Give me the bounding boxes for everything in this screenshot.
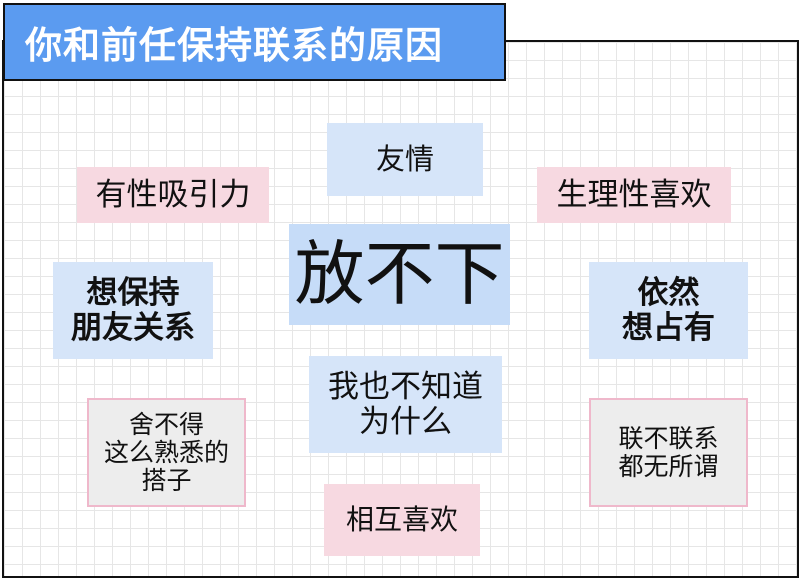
- node-center: 放不下: [289, 224, 510, 325]
- title-banner: 你和前任保持联系的原因: [3, 3, 506, 81]
- node-reluctant: 舍不得 这么熟悉的 搭子: [87, 398, 246, 507]
- node-dont-know: 我也不知道 为什么: [309, 356, 502, 453]
- node-keep-relation: 想保持 朋友关系: [53, 262, 213, 359]
- node-possess: 依然 想占有: [589, 262, 748, 359]
- node-mutual-like: 相互喜欢: [324, 484, 480, 556]
- node-attraction: 有性吸引力: [77, 167, 269, 223]
- node-indifferent: 联不联系 都无所谓: [589, 398, 748, 507]
- node-friendship: 友情: [327, 123, 483, 196]
- node-physical-like: 生理性喜欢: [537, 167, 731, 223]
- diagram-title: 你和前任保持联系的原因: [25, 24, 443, 67]
